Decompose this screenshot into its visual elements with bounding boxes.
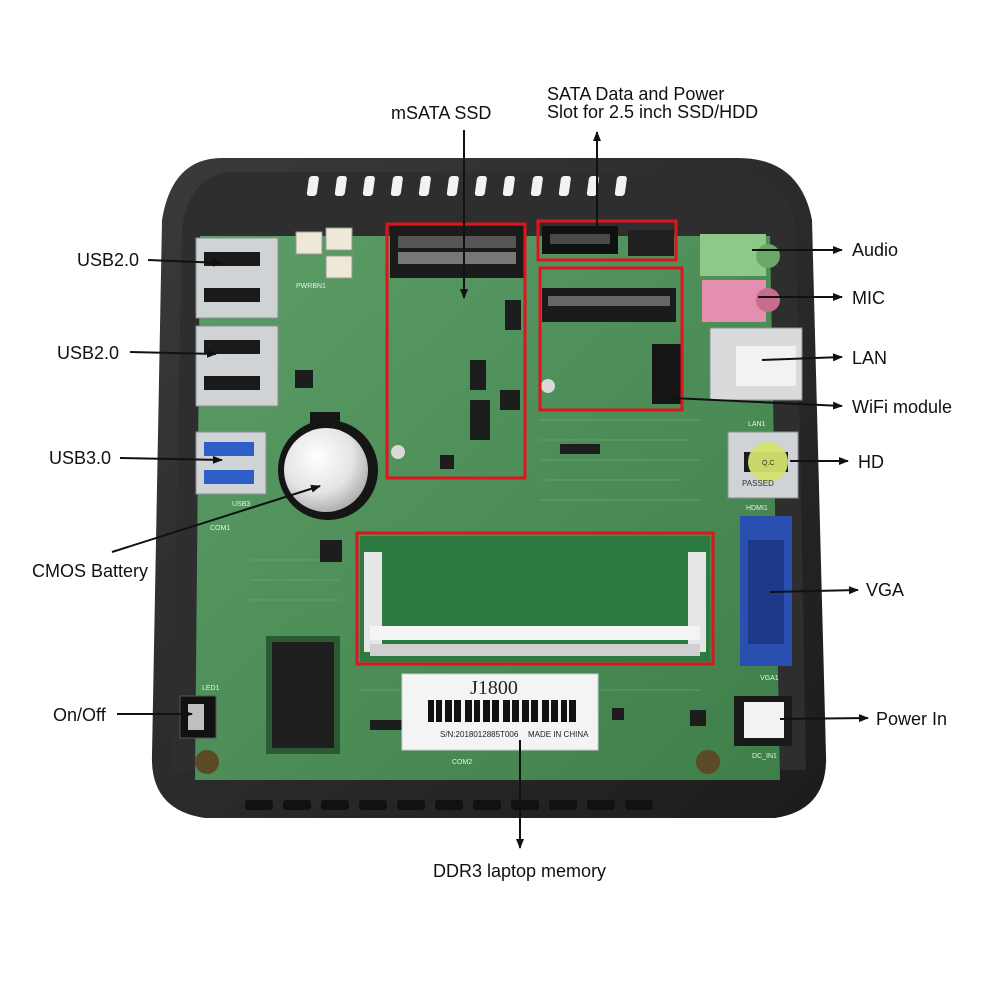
label-onoff: On/Off bbox=[53, 705, 106, 725]
label-hd: HD bbox=[858, 452, 884, 472]
top-vents bbox=[306, 176, 627, 196]
bottom-vents bbox=[245, 800, 653, 810]
silk-dc-in1: DC_IN1 bbox=[752, 753, 777, 760]
label-wifi: WiFi module bbox=[852, 397, 953, 417]
highlight-wifi bbox=[538, 266, 684, 412]
hdmi-port bbox=[727, 431, 799, 499]
sticker-serial: S/N:2018012885T006 bbox=[440, 730, 519, 739]
chipset bbox=[266, 636, 340, 754]
label-lan: LAN bbox=[852, 348, 888, 368]
msata-slot bbox=[390, 226, 524, 459]
silk-vga1: VGA1 bbox=[760, 675, 779, 682]
mic-jack bbox=[702, 280, 780, 322]
usb3-port bbox=[195, 431, 267, 495]
silk-com1: COM1 bbox=[210, 525, 230, 532]
standoff-screws bbox=[195, 750, 720, 774]
usb-port-top bbox=[195, 237, 279, 319]
model-sticker bbox=[401, 673, 599, 751]
header-connectors bbox=[295, 227, 353, 279]
wifi-slot bbox=[541, 288, 682, 404]
qc-sticker: Q.C bbox=[762, 460, 774, 467]
label-usb2-top: USB2.0 bbox=[77, 250, 140, 270]
highlight-sata bbox=[536, 219, 678, 262]
label-sata-line2: Slot for 2.5 inch SSD/HDD bbox=[547, 102, 759, 122]
qc-passed: PASSED bbox=[742, 479, 774, 488]
silk-pwrbn1: PWRBN1 bbox=[296, 283, 326, 290]
silk-com2: COM2 bbox=[452, 759, 472, 766]
silk-lan1: LAN1 bbox=[748, 421, 766, 428]
lan-port bbox=[709, 327, 803, 401]
power-jack bbox=[734, 696, 792, 746]
label-vga: VGA bbox=[866, 580, 905, 600]
label-usb2-mid: USB2.0 bbox=[57, 343, 120, 363]
power-button bbox=[179, 695, 217, 739]
label-mic: MIC bbox=[852, 288, 885, 308]
sata-connector bbox=[542, 226, 674, 256]
highlight-msata bbox=[385, 222, 527, 480]
label-usb3: USB3.0 bbox=[49, 448, 112, 468]
highlight-boxes bbox=[355, 219, 715, 666]
sticker-model: J1800 bbox=[470, 677, 518, 699]
silk-led1: LED1 bbox=[202, 685, 220, 692]
label-power: Power In bbox=[876, 709, 948, 729]
label-ddr3: DDR3 laptop memory bbox=[433, 861, 607, 881]
sticker-origin: MADE IN CHINA bbox=[528, 730, 589, 739]
ram-slot bbox=[360, 536, 710, 662]
usb-port-mid bbox=[195, 325, 279, 407]
silk-usb3: USB3 bbox=[232, 501, 250, 508]
pcb-traces bbox=[250, 419, 700, 691]
label-cmos: CMOS Battery bbox=[32, 561, 149, 581]
label-audio: Audio bbox=[852, 240, 899, 260]
callout-arrows bbox=[111, 130, 869, 849]
label-msata: mSATA SSD bbox=[391, 103, 492, 123]
highlight-ram bbox=[355, 531, 715, 666]
label-sata-line1: SATA Data and Power bbox=[547, 84, 725, 104]
silk-hdmi1: HDMI1 bbox=[746, 505, 768, 512]
